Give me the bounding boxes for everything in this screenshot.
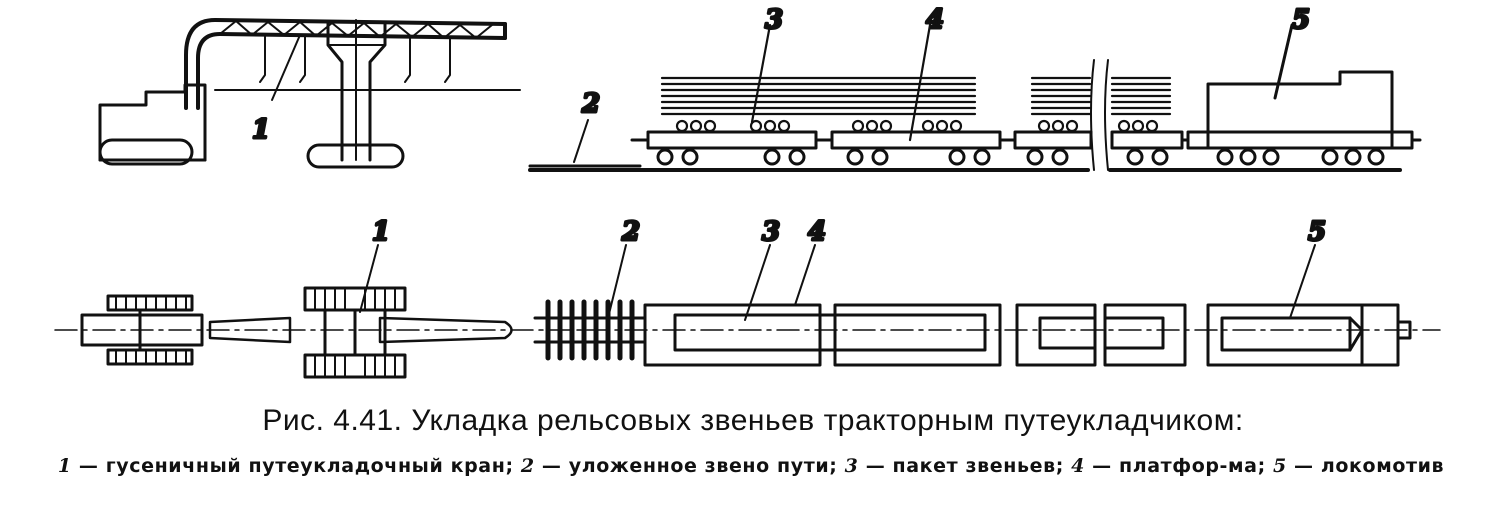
side-callout-1: 1: [252, 115, 270, 145]
crawler-crane-side: [98, 18, 521, 169]
legend-item-2: 2 — уложенное звено пути;: [520, 455, 845, 477]
plan-callout-2: 2: [621, 217, 640, 247]
plan-callout-3: 3: [762, 217, 780, 247]
rail-link-packets-side: [660, 23, 1172, 142]
plan-callout-4: 4: [808, 217, 826, 247]
laid-track-side: [528, 119, 1402, 172]
laid-track-plan: [533, 244, 647, 361]
plan-callout-1: 1: [372, 217, 390, 247]
plan-view: 1 2 3 4 5: [54, 216, 1441, 379]
track-layer-diagram: 1 2 3 4 5: [54, 4, 1441, 379]
side-view: 1 2 3 4 5: [98, 4, 1422, 172]
platforms-side: [630, 59, 1184, 171]
locomotive-side: [1180, 23, 1422, 166]
legend-item-4: 4 — платфор-ма;: [1071, 455, 1274, 477]
locomotive-plan: [1206, 244, 1412, 367]
figure-caption-title: Рис. 4.41. Укладка рельсовых звеньев тра…: [262, 404, 1244, 437]
figure-legend: 1 — гусеничный путеукладочный кран; 2 — …: [6, 452, 1496, 481]
side-callout-3: 3: [765, 5, 783, 35]
crane-plan: [303, 244, 407, 379]
side-callout-4: 4: [926, 5, 944, 35]
tractor-plan: [80, 294, 204, 366]
platforms-plan: [643, 244, 1187, 367]
plan-callout-5: 5: [1308, 217, 1326, 247]
legend-item-3: 3 — пакет звеньев;: [844, 455, 1072, 477]
legend-item-5: 5 — локомотив: [1273, 455, 1445, 477]
legend-item-1: 1 — гусеничный путеукладочный кран;: [57, 455, 521, 477]
side-callout-5: 5: [1292, 5, 1310, 35]
side-callout-2: 2: [581, 89, 600, 119]
